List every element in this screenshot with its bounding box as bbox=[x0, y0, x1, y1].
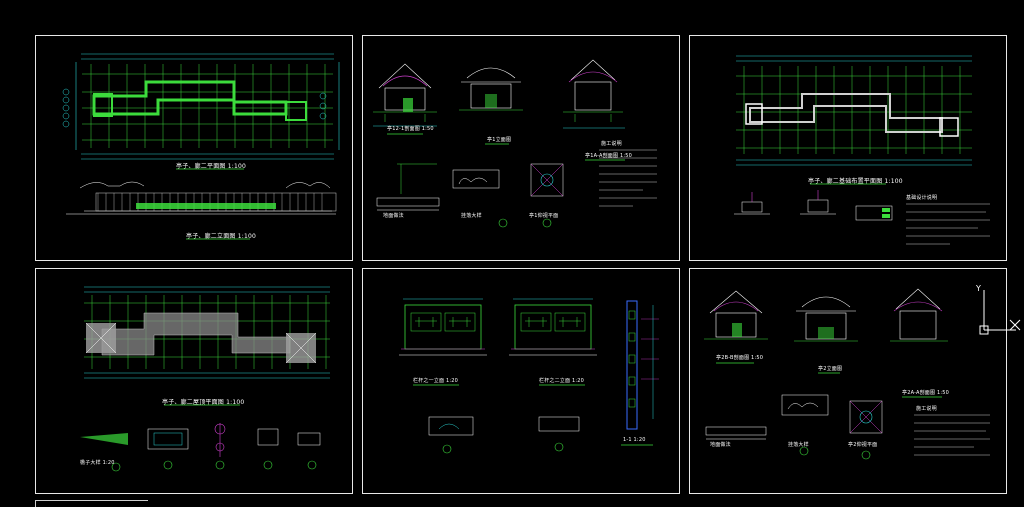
drawing-sheet-railings[interactable]: 栏杆之一立面 1:20 栏杆之二立面 1:20 1-1 1:20 bbox=[362, 268, 680, 494]
notes-title-2: 施工说明 bbox=[916, 406, 937, 412]
caption-section-aa-1: 亭1A-A剖面图 1:50 bbox=[585, 153, 633, 159]
drawing-sheet-pavilion-1[interactable]: 亭12-1剖面图 1:50 亭1立面图 亭1A-A剖面图 1:50 地面做法 挂… bbox=[362, 35, 680, 261]
plan-elevation-drawing bbox=[62, 53, 340, 240]
notes-title-1: 施工说明 bbox=[601, 141, 622, 147]
caption-roof-plan: 亭子、廊二屋顶平面图 1:100 bbox=[162, 399, 245, 406]
caption-floor-2: 地面做法 bbox=[710, 442, 731, 448]
layout-tab-strip[interactable] bbox=[35, 500, 148, 507]
drawing-sheet-pavilion-2[interactable]: 亭2B-B剖面图 1:50 亭2立面图 亭2A-A剖面图 1:50 地面做法 挂… bbox=[689, 268, 1007, 494]
caption-ceiling-1: 亭1仰视平面 bbox=[529, 213, 559, 219]
roof-plan-drawing bbox=[80, 286, 330, 472]
caption-railing-section: 1-1 1:20 bbox=[623, 437, 646, 443]
caption-section-2: 亭2B-B剖面图 1:50 bbox=[716, 355, 764, 361]
caption-railing-2: 栏杆之二立面 1:20 bbox=[539, 378, 585, 384]
caption-section-aa-2: 亭2A-A剖面图 1:50 bbox=[902, 390, 950, 396]
caption-elevation-1: 亭1立面图 bbox=[487, 137, 512, 143]
caption-fascia-1: 挂落大样 bbox=[461, 213, 482, 219]
railings-drawing bbox=[399, 298, 659, 454]
caption-section-1: 亭12-1剖面图 1:50 bbox=[387, 126, 434, 132]
pavilion-1-drawing bbox=[373, 59, 657, 228]
caption-plan: 亭子、廊二平面图 1:100 bbox=[176, 163, 246, 170]
caption-railing-1: 栏杆之一立面 1:20 bbox=[413, 378, 459, 384]
caption-elevation: 亭子、廊二立面图 1:100 bbox=[186, 233, 256, 240]
ucs-y-label: Y bbox=[976, 284, 981, 293]
ucs-icon: Y bbox=[966, 284, 1024, 342]
pavilion-2-drawing bbox=[704, 288, 990, 460]
drawing-sheet-plan-elevation[interactable]: 亭子、廊二平面图 1:100 亭子、廊二立面图 1:100 bbox=[35, 35, 353, 261]
caption-elevation-2: 亭2立面图 bbox=[818, 366, 843, 372]
caption-fascia-2: 挂落大样 bbox=[788, 442, 809, 448]
caption-floor-1: 地面做法 bbox=[383, 213, 404, 219]
caption-ceiling-2: 亭2仰视平面 bbox=[848, 442, 878, 448]
foundation-drawing bbox=[734, 55, 990, 245]
caption-foundation-plan: 亭子、廊二基础布置平面图 1:100 bbox=[808, 178, 903, 185]
notes-title-foundation: 基础设计说明 bbox=[906, 195, 938, 201]
drawing-sheet-foundation[interactable]: 亭子、廊二基础布置平面图 1:100 基础设计说明 bbox=[689, 35, 1007, 261]
caption-eave-detail: 檐子大样 1:20 bbox=[80, 460, 115, 466]
drawing-sheet-roof-plan[interactable]: 亭子、廊二屋顶平面图 1:100 檐子大样 1:20 bbox=[35, 268, 353, 494]
